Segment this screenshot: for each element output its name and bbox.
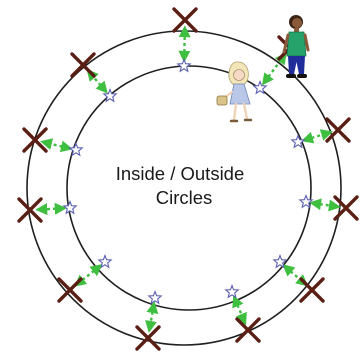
x-mark-icon — [24, 129, 46, 151]
star-icon — [226, 286, 238, 298]
double-arrow-icon — [184, 30, 185, 58]
double-arrow-icon — [306, 133, 329, 140]
double-arrow-icon — [314, 203, 336, 206]
star-icon — [178, 60, 190, 72]
title-line-2: Circles — [156, 187, 213, 208]
double-arrow-icon — [150, 306, 154, 328]
double-arrow-icon — [45, 142, 68, 148]
title-line-1: Inside / Outside — [116, 163, 245, 184]
x-mark-icon — [335, 197, 357, 219]
star-icon — [149, 292, 161, 304]
x-mark-icon — [174, 9, 196, 31]
x-mark-icon — [72, 54, 94, 76]
x-mark-icon — [59, 279, 81, 301]
student-woman-icon — [284, 15, 308, 76]
star-icon — [292, 136, 304, 148]
star-icon — [274, 256, 286, 268]
double-arrow-icon — [40, 208, 62, 209]
x-mark-icon — [237, 319, 259, 341]
star-icon — [99, 256, 111, 268]
